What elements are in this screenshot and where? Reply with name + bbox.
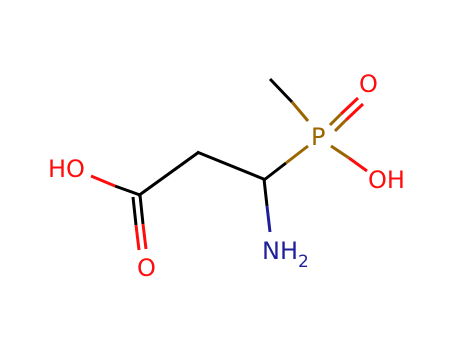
atom-label-phosphinyl-o: O	[359, 70, 378, 98]
bond-c3-p-brown	[285, 144, 309, 165]
atom-label-p-oh: OH	[368, 166, 405, 194]
bond-p-o-double-b-red	[344, 102, 365, 122]
bonds	[90, 77, 368, 251]
bond-p-oh-red	[348, 156, 368, 173]
bond-c3-p	[263, 161, 287, 182]
bond-p-o-double-a	[328, 112, 343, 127]
bond-me-p	[268, 77, 294, 104]
bond-c1-c2	[137, 150, 200, 198]
bond-c1-oh-red	[90, 174, 116, 188]
atom-label-nh2: NH2	[262, 237, 309, 272]
bond-c2-c3	[196, 150, 267, 182]
atom-label-ho: HO	[48, 155, 85, 183]
atom-label-p: P	[311, 123, 325, 151]
bond-c1-o-double-a-red	[141, 223, 148, 250]
bond-me-p-brown	[290, 101, 310, 122]
bond-c1-o-double-b	[131, 196, 138, 226]
bond-p-o-double-a-red	[339, 96, 360, 116]
atom-label-carbonyl-o: O	[137, 254, 156, 282]
bond-c1-oh	[114, 184, 141, 197]
bond-p-oh	[330, 144, 350, 160]
atom-labels: HO O NH2 P O OH	[48, 70, 405, 282]
bond-c1-o-double-b-red	[134, 224, 141, 251]
bond-p-o-double-b	[333, 118, 348, 133]
bond-c3-n-blue	[265, 205, 272, 233]
atom-label-nh2-subscript: 2	[298, 252, 309, 272]
bond-c3-n	[262, 178, 269, 207]
bond-c1-o-double-a	[138, 194, 145, 225]
atom-label-nh: NH	[262, 237, 298, 265]
